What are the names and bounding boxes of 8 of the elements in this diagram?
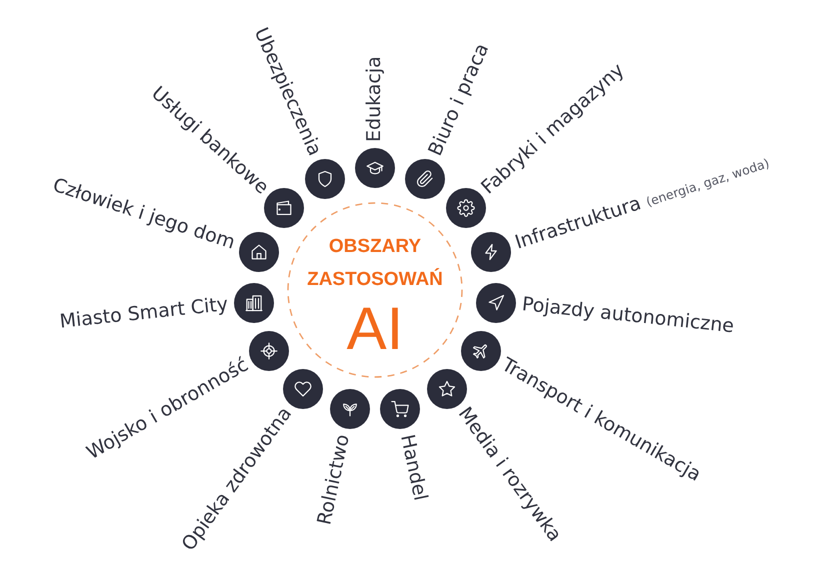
category-label: Handel <box>395 432 430 503</box>
large-heading: AI <box>346 299 404 359</box>
category-label: Biuro i praca <box>425 40 494 159</box>
category-label: Rolnictwo <box>314 432 355 527</box>
category-label: Edukacja <box>364 56 386 142</box>
category-label: Miasto Smart City <box>58 294 229 334</box>
category-label: Pojazdy autonomiczne <box>521 294 736 339</box>
center-heading: OBSZARY ZASTOSOWAŃ <box>307 235 443 292</box>
